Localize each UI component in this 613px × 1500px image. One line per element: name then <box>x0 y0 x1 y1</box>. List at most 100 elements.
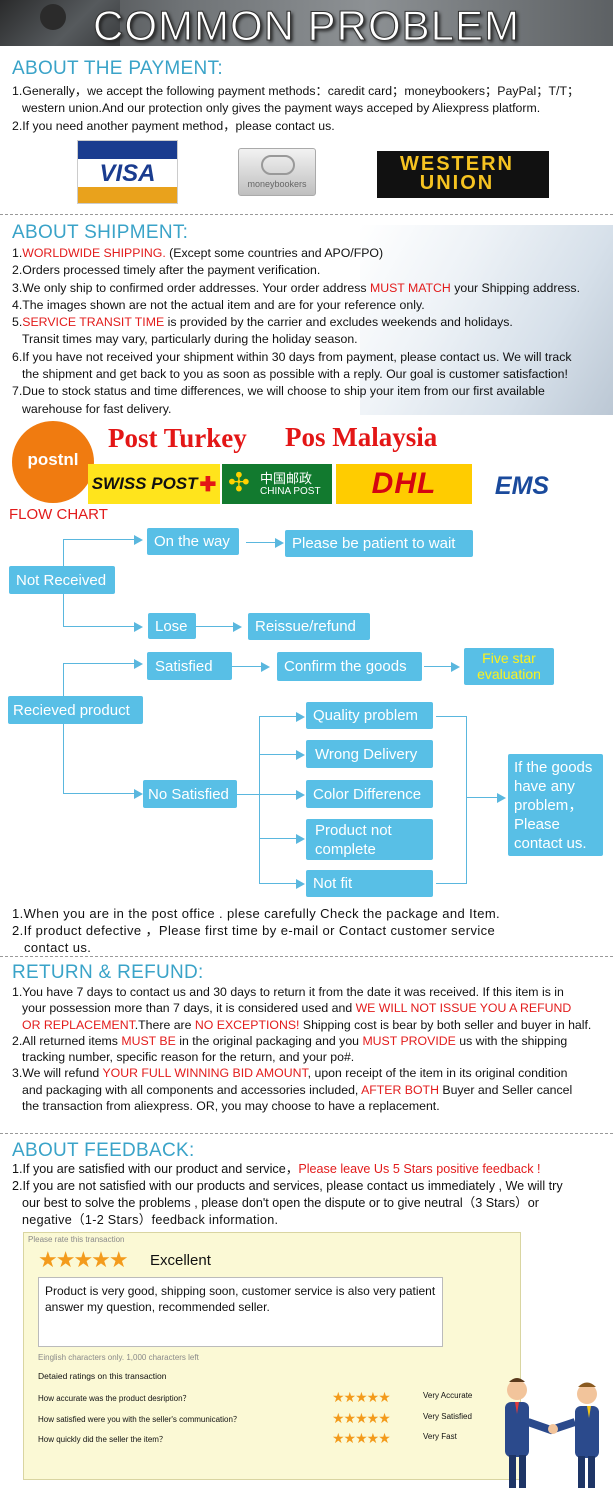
text: and packaging with all components and ac… <box>22 1082 362 1097</box>
rating-stars[interactable]: ★★★★★ <box>332 1430 391 1446</box>
return-text: 1.You have 7 days to contact us and 30 d… <box>12 984 612 1114</box>
rating-question: How satisfied were you with the seller's… <box>38 1415 241 1424</box>
dhl-text: DHL <box>371 467 437 500</box>
visa-logo: VISA <box>77 140 178 204</box>
rating-stars[interactable]: ★★★★★ <box>332 1389 391 1405</box>
flow-product-incomplete: Product not complete <box>306 819 433 860</box>
highlight: WE WILL NOT ISSUE YOU A REFUND <box>355 1001 572 1016</box>
connector <box>436 716 467 717</box>
rate-label: Please rate this transaction <box>28 1235 125 1244</box>
text: the shipment and get back to you as soon… <box>22 367 568 382</box>
swiss-cross-icon: ✚ <box>199 473 217 496</box>
post-office-notes: 1.When you are in the post office . ples… <box>12 905 610 956</box>
highlight: NO EXCEPTIONS! <box>194 1017 300 1032</box>
china-post-logo: ✣ 中国邮政 CHINA POST <box>222 464 332 504</box>
flow-chart-title: FLOW CHART <box>9 506 108 523</box>
swiss-post-text: SWISS POST <box>91 474 198 493</box>
text: 2.Orders processed timely after the paym… <box>12 263 321 278</box>
payment-line: 2.If you need another payment method，ple… <box>12 118 335 133</box>
connector <box>259 838 297 839</box>
arrow-right-icon <box>134 659 143 669</box>
char-limit-note: Einglish characters only. 1,000 characte… <box>38 1353 199 1362</box>
text: in the original packaging and you <box>175 1033 363 1048</box>
rating-answer: Very Fast <box>423 1432 457 1441</box>
handshake-illustration <box>495 1372 613 1490</box>
rating-stars[interactable]: ★★★★★ <box>332 1410 391 1426</box>
payment-line: western union.And our protection only gi… <box>22 101 541 116</box>
text: tracking number, specific reason for the… <box>22 1050 355 1065</box>
shipment-title: ABOUT SHIPMENT: <box>12 222 189 243</box>
union-text: UNION <box>419 172 495 194</box>
flow-incomplete-line: Product not <box>315 822 392 839</box>
connector <box>259 754 297 755</box>
payment-line: 1.Generally，we accept the following paym… <box>12 84 580 98</box>
connector <box>63 663 64 793</box>
flow-contact-line: Please <box>514 816 560 833</box>
note-line: contact us. <box>24 940 92 955</box>
highlight: MUST PROVIDE <box>362 1033 456 1048</box>
arrow-right-icon <box>296 750 305 760</box>
rating-question: How quickly did the seller the item？ <box>38 1435 167 1444</box>
connector <box>259 883 297 884</box>
text: 6.If you have not received your shipment… <box>12 349 572 364</box>
connector <box>436 883 467 884</box>
highlight: MUST BE <box>121 1033 176 1048</box>
moneybookers-logo: moneybookers <box>238 148 316 196</box>
rating-answer: Very Accurate <box>423 1391 473 1400</box>
arrow-right-icon <box>497 793 506 803</box>
flow-reissue-refund: Reissue/refund <box>248 613 370 640</box>
overall-stars[interactable]: ★★★★★ <box>38 1247 129 1272</box>
text: warehouse for fast delivery. <box>22 401 172 416</box>
swiss-post-logo: SWISS POST ✚ <box>88 464 220 504</box>
divider <box>0 1133 613 1134</box>
flow-color-difference: Color Difference <box>306 780 433 808</box>
flow-be-patient: Please be patient to wait <box>285 530 473 557</box>
western-text: WESTERN <box>400 153 514 175</box>
connector <box>259 794 297 795</box>
text: 5. <box>12 315 23 330</box>
header-banner: COMMON PROBLEM <box>0 0 613 46</box>
text: us with the shipping <box>455 1033 568 1048</box>
text: the transaction from aliexpress. OR, you… <box>22 1099 440 1114</box>
highlight: OR REPLACEMENT <box>22 1017 135 1032</box>
payment-title: ABOUT THE PAYMENT: <box>12 58 223 79</box>
highlight: Please leave Us 5 Stars positive feedbac… <box>298 1162 541 1176</box>
highlight: AFTER BOTH <box>361 1082 439 1097</box>
text: 4.The images shown are not the actual it… <box>12 297 425 312</box>
connector <box>63 626 135 627</box>
flow-satisfied: Satisfied <box>147 652 232 680</box>
text: 1.You have 7 days to contact us and 30 d… <box>12 985 564 999</box>
highlight: YOUR FULL WINNING BID AMOUNT <box>102 1066 308 1081</box>
flow-five-star-line: Five star <box>482 650 536 666</box>
shipment-text: 1.WORLDWIDE SHIPPING. (Except some count… <box>12 245 612 418</box>
connector <box>466 797 498 798</box>
arrow-right-icon <box>261 662 270 672</box>
page-title: COMMON PROBLEM <box>92 2 521 47</box>
arrow-right-icon <box>134 535 143 545</box>
text: .There are <box>134 1017 195 1032</box>
feedback-text: 1.If you are satisfied with our product … <box>12 1161 612 1229</box>
text: 1. <box>12 246 23 260</box>
connector <box>63 793 135 794</box>
text: negative（1-2 Stars）feedback information. <box>22 1213 279 1227</box>
flow-contact-us: If the goods have any problem， Please co… <box>508 754 603 856</box>
text: Buyer and Seller cancel <box>438 1082 573 1097</box>
feedback-comment-field[interactable]: Product is very good, shipping soon, cus… <box>38 1277 443 1347</box>
connector <box>259 716 260 883</box>
highlight: WORLDWIDE SHIPPING. <box>22 246 166 260</box>
pos-malaysia-logo: Pos Malaysia <box>285 422 438 452</box>
return-title: RETURN & REFUND: <box>12 962 204 983</box>
flow-five-star-line: evaluation <box>477 666 541 682</box>
arrow-right-icon <box>134 789 143 799</box>
text: Transit times may vary, particularly dur… <box>22 332 358 347</box>
note-line: 1.When you are in the post office . ples… <box>12 906 501 921</box>
connector <box>63 663 135 664</box>
arrow-right-icon <box>451 662 460 672</box>
moneybookers-text: moneybookers <box>247 179 307 189</box>
visa-text: VISA <box>99 160 156 187</box>
china-post-cn: 中国邮政 <box>260 472 313 487</box>
text: (Except some countries and APO/FPO) <box>165 246 384 260</box>
rating-answer: Very Satisfied <box>423 1412 472 1421</box>
arrow-right-icon <box>134 622 143 632</box>
connector <box>259 716 297 717</box>
